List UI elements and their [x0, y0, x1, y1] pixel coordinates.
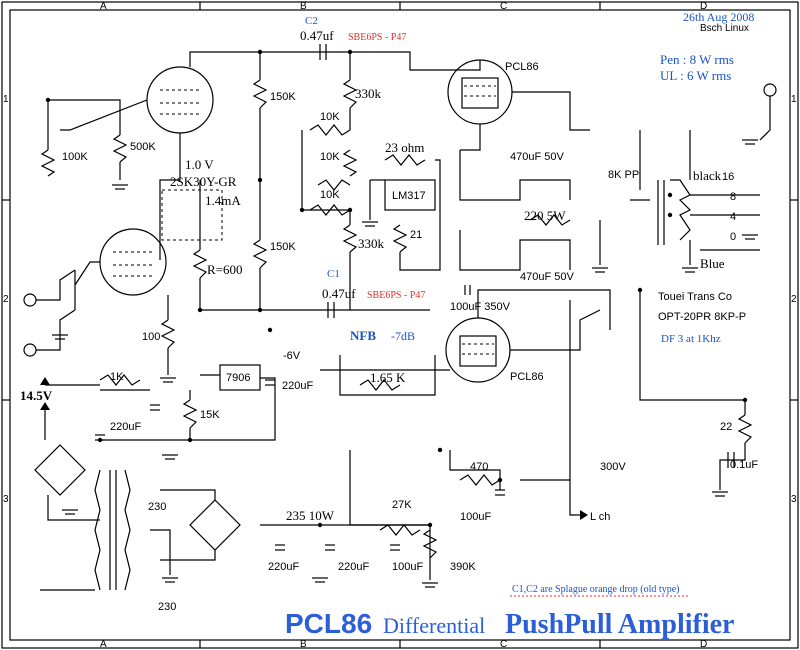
label-c2-value: 0.47uf [300, 28, 334, 43]
label-c1-value: 0.47uf [322, 286, 356, 301]
label-tap-16: 16 [722, 171, 734, 183]
label-tap-4: 4 [730, 211, 736, 223]
title-part3: PushPull Amplifier [505, 609, 734, 640]
grid-col-b-bottom: B [300, 639, 307, 650]
label-v14-5: 14.5V [20, 388, 53, 403]
label-r10k-a: 10K [320, 111, 340, 123]
grid-row-1-left: 1 [3, 94, 9, 105]
label-tube-top: PCL86 [505, 61, 539, 73]
label-r330k-a: 330k [355, 86, 382, 101]
grid-row-3-right: 3 [791, 494, 797, 505]
label-r150k-a: 150K [270, 91, 296, 103]
label-lch: L ch [590, 511, 610, 523]
label-minus6v: -6V [283, 350, 301, 362]
label-c2-name: C2 [305, 15, 318, 27]
label-r150k-b: 150K [270, 241, 296, 253]
label-c470-50-a: 470uF 50V [510, 151, 564, 163]
label-c220-d: 220uF [338, 561, 369, 573]
label-r600: R=600 [207, 262, 243, 277]
label-r22: 22 [720, 421, 732, 433]
label-r235-10w: 235 10W [286, 508, 335, 523]
label-r27k: 27K [392, 499, 412, 511]
label-damping: DF 3 at 1Khz [661, 333, 721, 345]
label-nfb-db: -7dB [391, 329, 415, 343]
label-c220-b: 220uF [110, 421, 141, 433]
label-c100-a: 100uF [392, 561, 423, 573]
tube-input-top [146, 66, 214, 134]
grid-col-c-bottom: C [500, 639, 507, 650]
label-r15k: 15K [200, 409, 220, 421]
label-r500k: 500K [130, 141, 156, 153]
header-software: Bsch Linux [700, 23, 749, 34]
label-c470-50-b: 470uF 50V [520, 271, 574, 283]
label-c2-part: SBE6PS - P47 [348, 32, 406, 43]
label-lm317: LM317 [392, 190, 426, 202]
grid-row-2-left: 2 [3, 294, 9, 305]
label-r470: 470 [470, 461, 488, 473]
label-fet-part: 2SK30Y-GR [170, 174, 237, 189]
label-fet-i: 1.4mA [205, 193, 241, 208]
label-c220-c: 220uF [268, 561, 299, 573]
grid-row-2-right: 2 [791, 294, 797, 305]
label-r10k-b: 10K [320, 151, 340, 163]
label-r23: 23 ohm [385, 140, 424, 155]
label-blue: Blue [700, 256, 725, 271]
grid-col-a-top: A [100, 1, 107, 12]
label-tube-bottom: PCL86 [510, 371, 544, 383]
label-c1-name: C1 [327, 268, 340, 280]
label-v230-a: 230 [148, 501, 166, 513]
label-v230-b: 230 [158, 601, 176, 613]
spec-ultralinear: UL : 6 W rms [660, 68, 731, 83]
label-r220-5w: 220 5W [524, 208, 566, 223]
grid-col-c-top: C [500, 1, 507, 12]
label-c220-a: 220uF [282, 380, 313, 392]
grid-row-3-left: 3 [3, 494, 9, 505]
title-part2: Differential [383, 613, 485, 638]
label-model: OPT-20PR 8KP-P [658, 311, 746, 323]
label-maker: Touei Trans Co [658, 291, 732, 303]
label-c100-350: 100uF 350V [450, 301, 511, 313]
grid-row-1-right: 1 [791, 94, 797, 105]
label-nfb: NFB [350, 328, 376, 343]
title-part1: PCL86 [285, 608, 372, 639]
label-c100-b: 100uF [460, 511, 491, 523]
label-r165k: 1.65 K [370, 370, 406, 385]
label-r100: 100 [142, 331, 160, 343]
wiring [23, 44, 777, 591]
label-black: black [693, 168, 722, 183]
label-vol-100k: 100K [62, 151, 88, 163]
label-r21: 21 [410, 229, 422, 241]
grid-col-d-bottom: D [700, 639, 707, 650]
label-reg7906: 7906 [226, 372, 250, 384]
label-r10k-c: 10K [320, 189, 340, 201]
note-capacitors: C1,C2 are Splague orange drop (old type) [512, 584, 679, 595]
label-c01: 0.1uF [730, 459, 758, 471]
grid-col-b-top: B [300, 1, 307, 12]
spec-pentode: Pen : 8 W rms [660, 52, 734, 67]
label-c1-part: SBE6PS - P47 [367, 290, 425, 301]
label-tap-0: 0 [730, 231, 736, 243]
label-primary: 8K PP [608, 169, 639, 181]
grid-col-d-top: D [700, 1, 707, 12]
label-v300: 300V [600, 461, 626, 473]
label-r330k-b: 330k [358, 236, 385, 251]
tube-output-bottom [445, 317, 511, 383]
grid-col-a-bottom: A [100, 639, 107, 650]
label-fet-v: 1.0 V [185, 157, 214, 172]
tube-input-bottom [99, 228, 167, 296]
label-r390k: 390K [450, 561, 476, 573]
label-r1k: 1K [110, 371, 124, 383]
label-tap-8: 8 [730, 191, 736, 203]
header-date: 26th Aug 2008 [683, 10, 754, 24]
